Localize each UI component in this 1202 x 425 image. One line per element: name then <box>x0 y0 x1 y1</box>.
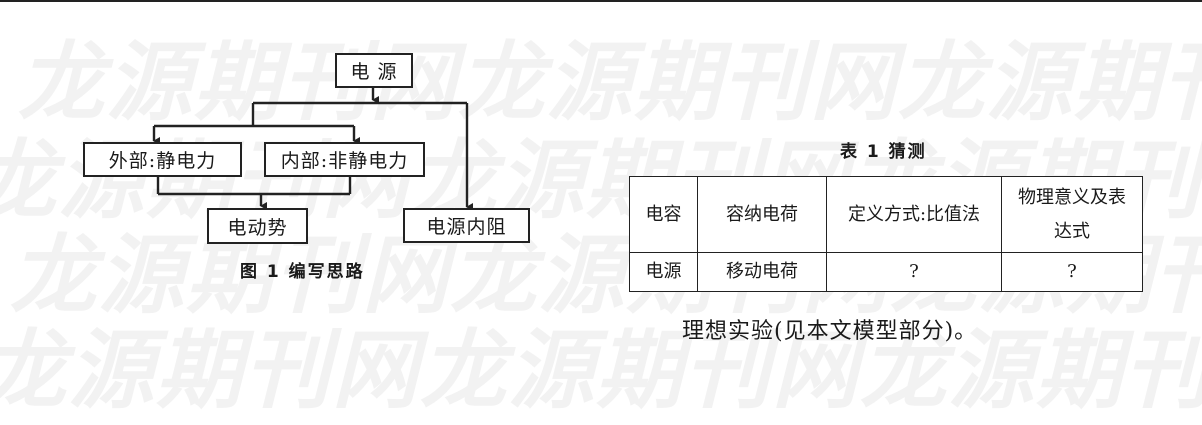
figure-1-flowchart: 电 源 外部:静电力 内部:非静电力 电动势 电源内阻 图 1 编写思路 <box>0 0 600 425</box>
node-internal-resistance: 电源内阻 <box>403 208 530 243</box>
table-cell: 电源 <box>629 252 698 292</box>
table-cell: ? <box>1001 252 1143 292</box>
node-emf: 电动势 <box>207 208 308 244</box>
table-cell: 容纳电荷 <box>697 176 827 253</box>
figure-caption: 图 1 编写思路 <box>240 262 365 282</box>
node-external-electrostatic-force: 外部:静电力 <box>83 142 242 177</box>
top-border-line <box>0 0 1202 2</box>
body-text-note: 理想实验(见本文模型部分)。 <box>682 319 978 344</box>
table-cell: 电容 <box>629 176 698 253</box>
flowchart-connectors <box>152 87 473 211</box>
node-source: 电 源 <box>335 53 413 88</box>
table-row: 电源 移动电荷 ? ? <box>629 252 1143 292</box>
table-cell: ? <box>826 252 1002 292</box>
table-row: 电容 容纳电荷 定义方式:比值法 物理意义及表达式 <box>629 176 1143 253</box>
node-internal-nonelectrostatic-force: 内部:非静电力 <box>264 142 425 177</box>
table-cell: 移动电荷 <box>697 252 827 292</box>
table-cell: 定义方式:比值法 <box>826 176 1002 253</box>
guess-table: 电容 容纳电荷 定义方式:比值法 物理意义及表达式 电源 移动电荷 ? ? <box>629 176 1143 292</box>
table-cell: 物理意义及表达式 <box>1001 176 1143 253</box>
table-caption: 表 1 猜测 <box>840 142 927 162</box>
